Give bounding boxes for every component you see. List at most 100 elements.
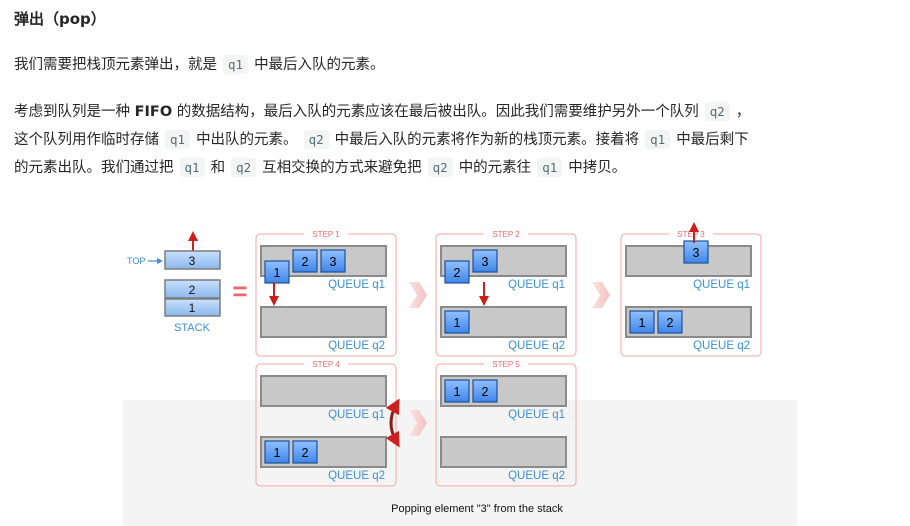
- swap-arrow: [385, 398, 400, 448]
- code-q1: q1: [179, 158, 205, 177]
- code-q1: q1: [165, 130, 191, 149]
- queue-element: [292, 440, 318, 464]
- p2-line-3: 的元素出队。我们通过把 q1 和 q2 互相交换的方式来避免把 q2 中的元素往 q1 中拷贝。: [14, 154, 750, 182]
- queue-q2-label: QUEUE q2: [328, 470, 385, 482]
- p2-l2-text-a: 这个队列用作临时存储: [14, 132, 159, 148]
- stack-label: STACK: [174, 322, 211, 334]
- equals-sign: =: [232, 276, 247, 306]
- p2-l3-text-b: 和: [210, 160, 226, 176]
- queue-element: [264, 440, 290, 464]
- queue-element: [629, 310, 655, 334]
- queue-element: [657, 310, 683, 334]
- p2-l3-text-c: 互相交换的方式来避免把: [262, 160, 422, 176]
- stack: TOP 3 2 1 STACK: [127, 231, 221, 334]
- queue-q1-label: QUEUE q1: [508, 409, 565, 421]
- p2-line-1: 考虑到队列是一种 FIFO 的数据结构，最后入队的元素应该在最后被出队。因此我们…: [14, 98, 750, 126]
- queue-q1-label: QUEUE q1: [328, 279, 385, 291]
- queue-element-label: 2: [454, 266, 461, 280]
- queue-element: [444, 310, 470, 334]
- stack-item-label: 3: [189, 254, 196, 268]
- paragraph-1: 我们需要把栈顶元素弹出，就是 q1 中最后入队的元素。: [14, 51, 385, 79]
- p1-text-b: 中最后入队的元素。: [254, 57, 385, 73]
- stack-item: [164, 250, 221, 270]
- queue-q1: [260, 375, 387, 407]
- queue-element: [472, 379, 498, 403]
- step-label: STEP 5: [492, 360, 520, 369]
- queue-element-label: 3: [693, 246, 700, 260]
- step-label: STEP 2: [492, 230, 520, 239]
- queue-q1-label: QUEUE q1: [693, 279, 750, 291]
- chevron-right-icon: [592, 282, 610, 308]
- queue-q2: [260, 306, 387, 338]
- p2-l3-text-d: 中的元素往: [458, 160, 532, 176]
- queue-element-label: 1: [454, 316, 461, 330]
- step-label-bg: [304, 359, 348, 369]
- code-q1: q1: [223, 55, 249, 74]
- queue-element-label: 2: [482, 385, 489, 399]
- fifo-bold: FIFO: [134, 104, 173, 120]
- p2-l2-text-c: 中最后入队的元素将作为新的栈顶元素。接着将: [334, 132, 640, 148]
- p2-l2-text-b: 中出队的元素。: [196, 132, 298, 148]
- queue-element-label: 1: [274, 446, 281, 460]
- queue-element-label: 2: [302, 255, 309, 269]
- queue-q2-label: QUEUE q2: [508, 340, 565, 352]
- step-label-bg: [484, 229, 528, 239]
- queue-element: [472, 249, 498, 273]
- code-q2: q2: [231, 158, 257, 177]
- step-label: STEP 3: [677, 230, 705, 239]
- queue-q1-label: QUEUE q1: [508, 279, 565, 291]
- stack-item-label: 2: [189, 283, 196, 297]
- step-label-bg: [304, 229, 348, 239]
- code-q2: q2: [427, 158, 453, 177]
- queue-element: [292, 249, 318, 273]
- step-label-bg: [484, 359, 528, 369]
- queue-q1-label: QUEUE q1: [328, 409, 385, 421]
- queue-element: [320, 249, 346, 273]
- code-q1: q1: [537, 158, 563, 177]
- queue-element-label: 3: [482, 255, 489, 269]
- flow-chevrons: [409, 282, 610, 436]
- stack-item: [164, 279, 221, 299]
- queue-q2: [440, 436, 567, 468]
- queue-element-label: 1: [454, 385, 461, 399]
- queue-element: [444, 260, 470, 284]
- paragraph-2: 考虑到队列是一种 FIFO 的数据结构，最后入队的元素应该在最后被出队。因此我们…: [14, 98, 750, 182]
- step-label-bg: [669, 229, 713, 239]
- code-q1: q1: [645, 130, 671, 149]
- queue-q2-label: QUEUE q2: [508, 470, 565, 482]
- queue-element-label: 1: [274, 266, 281, 280]
- queue-element-label: 2: [667, 316, 674, 330]
- queue-q2-label: QUEUE q2: [693, 340, 750, 352]
- queue-q2-label: QUEUE q2: [328, 340, 385, 352]
- step-label: STEP 4: [312, 360, 340, 369]
- stack-item: [164, 298, 221, 317]
- section-heading: 弹出（pop）: [14, 10, 106, 28]
- queue-element: [264, 260, 290, 284]
- top-label: TOP: [127, 256, 145, 266]
- chevron-right-icon: [409, 410, 427, 436]
- p2-l3-text-a: 的元素出队。我们通过把: [14, 160, 174, 176]
- code-q2: q2: [704, 102, 730, 121]
- p2-l1-text-a: 考虑到队列是一种: [14, 104, 130, 120]
- queue-element: [444, 379, 470, 403]
- p2-l3-text-e: 中拷贝。: [568, 160, 627, 176]
- queue-element: [683, 240, 709, 264]
- figure-caption: Popping element "3" from the stack: [391, 503, 563, 515]
- code-q2: q2: [303, 130, 329, 149]
- stack-item-label: 1: [189, 301, 196, 315]
- p2-l1-text-c: ，: [735, 104, 751, 120]
- queue-element-label: 1: [639, 316, 646, 330]
- p2-l2-text-d: 中最后剩下: [676, 132, 749, 148]
- step-label: STEP 1: [312, 230, 340, 239]
- p2-l1-text-b: 的数据结构，最后入队的元素应该在最后被出队。因此我们需要维护另外一个队列: [176, 104, 699, 120]
- chevron-right-icon: [409, 282, 427, 308]
- p1-text-a: 我们需要把栈顶元素弹出，就是: [14, 57, 217, 73]
- queue-element-label: 3: [330, 255, 337, 269]
